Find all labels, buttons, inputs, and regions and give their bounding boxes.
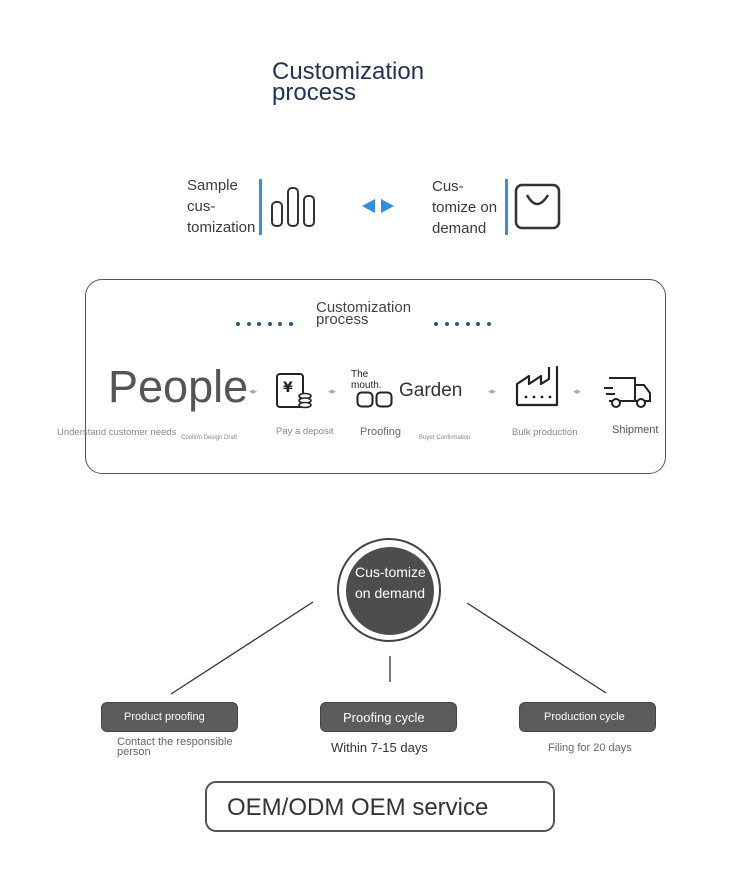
process-panel-title: Customization process [316, 299, 412, 328]
page-title: Customization process [272, 58, 425, 106]
proofing-cycle-pill: Proofing cycle [320, 702, 457, 732]
hub-label: Cus-tomize on demand [355, 564, 426, 601]
production-cycle-pill: Production cycle [519, 702, 656, 732]
caption-proofing: Proofing [360, 426, 401, 438]
arrow-pair-2: ◂▸ [328, 386, 336, 396]
caption-buyer-confirmation: Buyer Confirmation [419, 435, 471, 441]
mouth-label: The mouth. [351, 369, 382, 391]
left-divider [259, 179, 262, 235]
production-cycle-note: Filing for 20 days [548, 742, 632, 754]
people-label: People [108, 361, 249, 412]
hub-circle-ring [337, 538, 441, 642]
right-divider [505, 179, 508, 235]
shopping-bag-icon [514, 183, 562, 236]
arrow-pair-3: ◂▸ [488, 386, 496, 396]
product-proofing-note: Contact the responsible person [117, 736, 233, 758]
dots-left [236, 313, 299, 331]
caption-bulk: Bulk production [512, 427, 578, 438]
arrow-pair-1: ◂▸ [249, 386, 257, 396]
yen-coins-icon: ¥ [275, 372, 315, 415]
factory-icon [514, 364, 560, 413]
caption-understand: Understand customer needs [57, 427, 177, 438]
swap-arrows-icon [361, 198, 397, 219]
caption-shipment: Shipment [612, 424, 659, 436]
hub-circle [346, 547, 434, 635]
caption-deposit: Pay a deposit [276, 426, 334, 437]
truck-icon [601, 374, 653, 415]
sample-customization-label: Sample cus-tomization [187, 177, 256, 236]
bar-chart-icon [270, 185, 322, 232]
customize-on-demand-label: Cus-tomize on demand [432, 178, 498, 237]
product-proofing-pill: Product proofing [101, 702, 238, 732]
oem-service-box [205, 781, 555, 832]
connector-lines [165, 598, 615, 703]
caption-confirm-draft: Confirm Design Draft [181, 435, 238, 441]
garden-label: Garden [399, 380, 463, 401]
dots-right [434, 313, 497, 331]
svg-text:¥: ¥ [283, 380, 293, 396]
proofing-cycle-note: Within 7-15 days [331, 740, 428, 755]
proofing-icon [356, 391, 394, 414]
arrow-pair-4: ◂▸ [573, 386, 581, 396]
process-panel [85, 279, 666, 474]
oem-service-label: OEM/ODM OEM service [227, 794, 489, 821]
